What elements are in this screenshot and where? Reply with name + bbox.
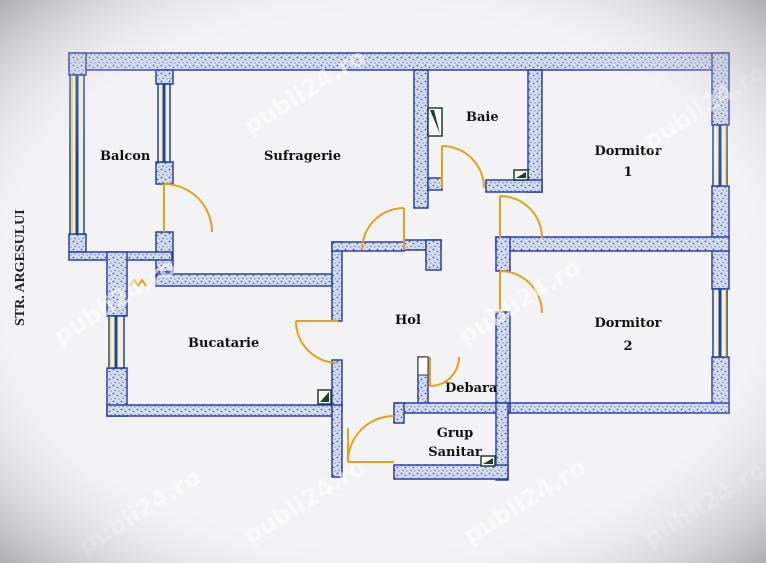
room-label-dormitor-2-number: 2	[623, 339, 632, 354]
fixture-grup-sanitar	[480, 455, 496, 467]
window-dormitor-1	[712, 124, 728, 187]
room-label-dormitor-1-number: 1	[623, 165, 632, 180]
window-bucatarie	[108, 315, 125, 369]
room-label-sanitar: Sanitar	[428, 445, 482, 460]
room-label-baie: Baie	[466, 110, 499, 125]
room-label-bucatarie: Bucatarie	[188, 336, 259, 351]
fixture-baie-corner	[513, 169, 529, 181]
room-label-sufragerie: Sufragerie	[264, 149, 341, 164]
fixture-baie-vent	[427, 107, 443, 137]
room-label-hol: Hol	[395, 313, 421, 328]
room-label-dormitor-2: Dormitor	[594, 316, 661, 331]
fixture-debara-post	[417, 356, 429, 376]
window-balcon-left	[69, 74, 85, 235]
window-dormitor-2	[712, 288, 728, 358]
fixture-bucatarie-vent	[317, 389, 332, 405]
room-label-debara: Debara	[445, 381, 498, 396]
room-label-grup: Grup	[437, 426, 474, 441]
street-label: STR. ARGESULUI	[13, 209, 28, 326]
room-label-balcon: Balcon	[100, 149, 151, 164]
window-sufragerie	[157, 83, 171, 163]
